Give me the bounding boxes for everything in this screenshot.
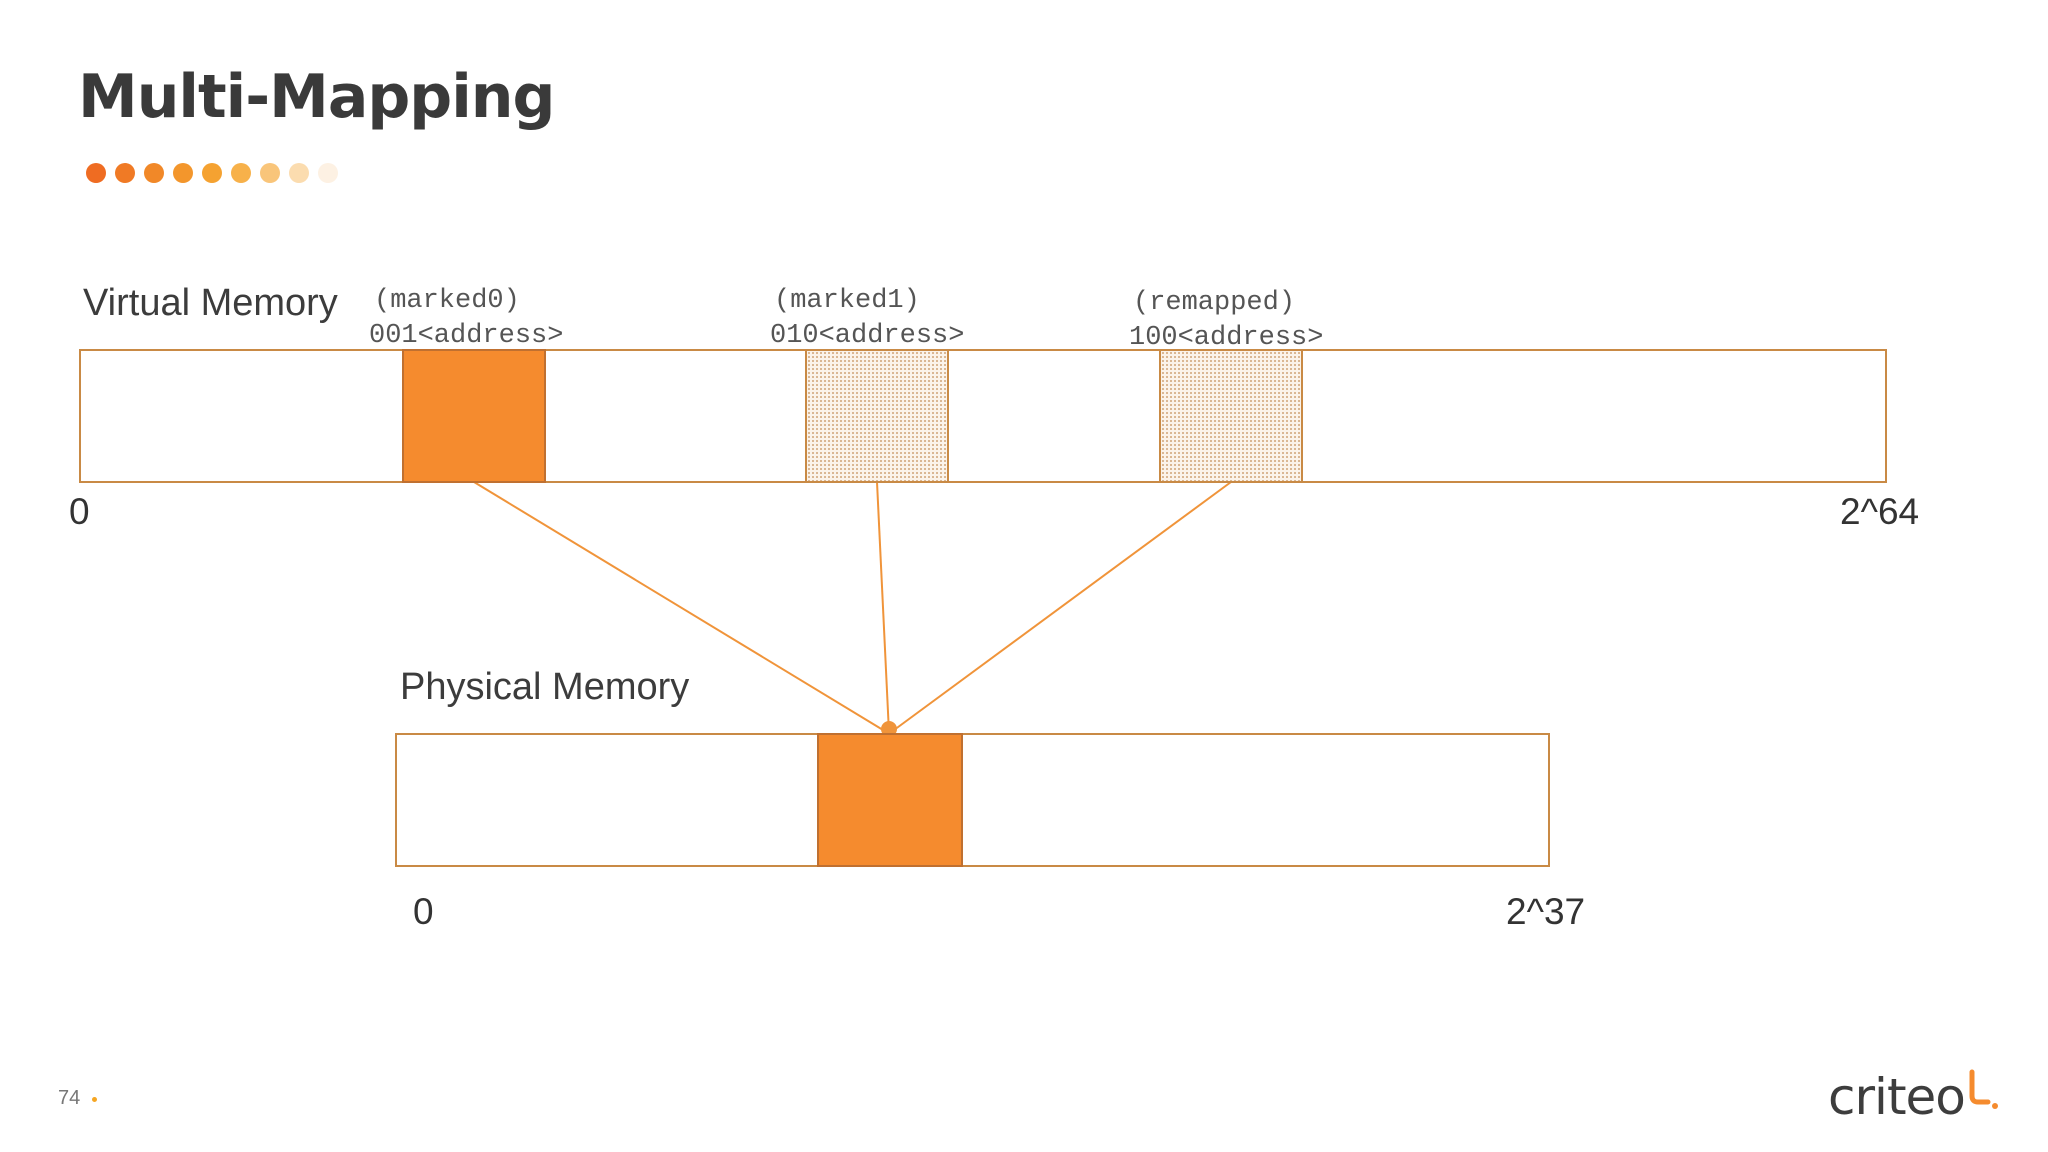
region-address-marked0: 001<address> xyxy=(369,321,564,351)
title-dot xyxy=(289,163,309,183)
region-tag-marked1: (marked1) xyxy=(774,286,920,316)
mapping-line-remapped xyxy=(889,481,1232,734)
virtual-memory-label: Virtual Memory xyxy=(83,282,338,324)
title-dot xyxy=(260,163,280,183)
page-number: 74 xyxy=(58,1087,81,1109)
title-dot xyxy=(202,163,222,183)
slide-title: Multi-Mapping xyxy=(78,62,555,132)
virtual-region-marked0 xyxy=(402,349,546,483)
region-tag-remapped: (remapped) xyxy=(1133,288,1296,318)
region-tag-marked0: (marked0) xyxy=(374,286,520,316)
page-number-dot xyxy=(92,1097,97,1102)
criteo-logo: criteo xyxy=(1828,1068,1966,1126)
title-dot xyxy=(173,163,193,183)
title-dot xyxy=(144,163,164,183)
physical-memory-bar xyxy=(395,733,1550,867)
physical-memory-label: Physical Memory xyxy=(400,666,690,708)
criteo-logo-mark-icon xyxy=(1969,1069,1998,1109)
virtual-memory-start: 0 xyxy=(69,491,90,532)
title-dot xyxy=(231,163,251,183)
virtual-region-remapped xyxy=(1159,349,1303,483)
physical-memory-start: 0 xyxy=(413,891,434,932)
region-address-remapped: 100<address> xyxy=(1129,323,1324,353)
virtual-memory-bar xyxy=(79,349,1887,483)
physical-region xyxy=(817,733,963,867)
mapping-line-marked1 xyxy=(876,481,890,734)
title-dot xyxy=(86,163,106,183)
physical-memory-end: 2^37 xyxy=(1506,891,1586,932)
title-dot xyxy=(318,163,338,183)
region-address-marked1: 010<address> xyxy=(770,321,965,351)
mapping-line-marked0 xyxy=(473,481,889,734)
virtual-region-marked1 xyxy=(805,349,949,483)
virtual-memory-end: 2^64 xyxy=(1840,491,1920,532)
title-dot xyxy=(115,163,135,183)
